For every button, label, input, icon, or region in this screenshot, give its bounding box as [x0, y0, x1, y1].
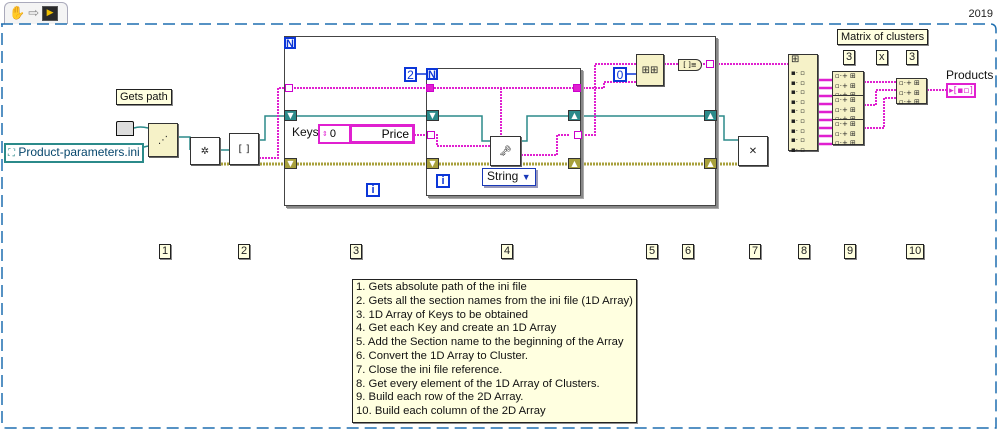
inner-refnum-shift-register-right: ▲ — [568, 110, 581, 121]
note-line: 10. Build each column of the 2D Array — [356, 405, 546, 418]
arrow-right-icon[interactable]: ⇨ — [28, 5, 40, 21]
open-config-icon: ✲ — [200, 145, 210, 157]
build-path-function[interactable]: ⋰ — [148, 123, 178, 157]
inner-loop-iteration-terminal: i — [436, 174, 450, 188]
toolbar-tab: ✋ ⇨ ▶ — [4, 2, 68, 24]
build-array-row-2[interactable]: ▫·+ ⊞▫·+ ⊞▫·+ ⊞ — [832, 95, 864, 123]
note-line: 1. Gets absolute path of the ini file — [356, 281, 527, 293]
close-config-icon: ✕ — [748, 145, 758, 157]
frame-border — [1, 23, 997, 429]
path-value: Product-parameters.ini — [18, 145, 140, 159]
vi-icon[interactable]: ▶ — [42, 6, 59, 21]
keys-index-value: 0 — [329, 128, 336, 140]
outer-loop-iteration-terminal: i — [366, 183, 380, 197]
section-names-icon: [ ] — [238, 143, 250, 155]
x-label: x — [876, 50, 888, 65]
close-config-data-vi[interactable]: ✕ — [738, 136, 768, 166]
step-number: 6 — [682, 244, 695, 259]
read-key-vi[interactable]: 🗝 — [490, 136, 521, 166]
step-number: 10 — [906, 244, 925, 259]
insert-into-array-function[interactable]: ⊞⊞ — [636, 54, 664, 86]
step-number: 8 — [798, 244, 811, 259]
note-line: 9. Build each row of the 2D Array. — [356, 391, 524, 404]
error-shift-register-left: ▼ — [284, 158, 297, 169]
note-line: 6. Convert the 1D Array to Cluster. — [356, 349, 529, 362]
index-array-icon: ⊞ — [791, 54, 800, 65]
inner-section-out-tunnel — [573, 84, 581, 92]
type-selector-value: String — [487, 169, 519, 183]
step-number: 4 — [501, 244, 514, 259]
refnum-wires — [133, 115, 738, 151]
inner-error-shift-register-left: ▼ — [426, 158, 439, 169]
step-number: 5 — [646, 244, 659, 259]
note-line: 8. Get every element of the 1D Array of … — [356, 377, 600, 390]
step-number: 2 — [238, 244, 251, 259]
inner-refnum-shift-register-left: ▼ — [426, 110, 439, 121]
keys-array-element[interactable]: Price — [349, 124, 415, 144]
keys-label: Keys — [292, 125, 319, 139]
step-number: 1 — [159, 244, 172, 259]
products-indicator[interactable]: ▸[▪▫] — [946, 83, 976, 98]
note-line: 3. 1D Array of Keys to be obtained — [356, 308, 529, 321]
outer-for-loop[interactable] — [284, 36, 716, 206]
products-label: Products — [946, 68, 994, 82]
note-line: 7. Close the ini file reference. — [356, 363, 503, 376]
rows-count-label: 3 — [843, 50, 856, 65]
columns-count-label: 3 — [906, 50, 919, 65]
outer-loop-count-terminal: N — [284, 37, 296, 50]
error-shift-register-right: ▲ — [704, 158, 717, 169]
read-key-icon: 🗝 — [499, 145, 512, 157]
keys-array-index[interactable]: ⇕ 0 — [318, 124, 352, 144]
step-number: 9 — [844, 244, 857, 259]
hand-icon[interactable]: ✋ — [9, 5, 26, 21]
notes-comment: 1. Gets absolute path of the ini file 2.… — [352, 279, 637, 423]
inner-loop-count-constant[interactable]: 2 — [404, 67, 417, 82]
get-section-names-vi[interactable]: [ ] — [229, 133, 259, 165]
index-spinner-icon[interactable]: ⇕ — [322, 130, 328, 138]
note-line: 5. Add the Section name to the beginning… — [356, 336, 624, 349]
step-number: 3 — [350, 244, 363, 259]
array-to-cluster-function[interactable]: [ ]≡ — [678, 59, 702, 71]
inner-values-out-tunnel — [574, 131, 582, 139]
type-selector[interactable]: String ▼ — [482, 168, 536, 186]
open-config-data-vi[interactable]: ✲ — [190, 137, 220, 165]
inner-loop-count-terminal: N — [426, 68, 438, 81]
gets-path-label: Gets path — [116, 89, 172, 105]
build-path-icon: ⋰ — [158, 134, 168, 146]
string-wires — [259, 63, 946, 159]
insert-array-icon: ⊞⊞ — [641, 64, 659, 76]
note-line: 2. Gets all the section names from the i… — [356, 294, 633, 307]
matrix-of-clusters-label: Matrix of clusters — [837, 29, 929, 45]
outer-auto-index-tunnel — [285, 84, 293, 92]
folder-icon[interactable] — [116, 121, 134, 136]
step-number: 7 — [749, 244, 762, 259]
refnum-shift-register-left: ▼ — [284, 110, 297, 121]
outer-output-tunnel — [706, 60, 714, 68]
version-label: 2019 — [968, 8, 993, 20]
path-icon: ⛶ — [8, 148, 15, 159]
inner-keys-index-tunnel — [427, 131, 435, 139]
dropdown-arrow-icon[interactable]: ▼ — [521, 172, 531, 182]
build-array-row-3[interactable]: ▫·+ ⊞▫·+ ⊞▫·+ ⊞ — [832, 119, 864, 147]
refnum-shift-register-right: ▲ — [704, 110, 717, 121]
path-constant[interactable]: ⛶ Product-parameters.ini — [4, 143, 144, 163]
insert-index-constant[interactable]: 0 — [613, 67, 627, 82]
build-array-row-1[interactable]: ▫·+ ⊞▫·+ ⊞▫·+ ⊞ — [832, 71, 864, 99]
note-line: 4. Get each Key and create an 1D Array — [356, 322, 557, 335]
inner-section-tunnel — [426, 84, 434, 92]
inner-error-shift-register-right: ▲ — [568, 158, 581, 169]
build-array-columns[interactable]: ▫·+ ⊞▫·+ ⊞▫·+ ⊞ — [896, 78, 927, 106]
index-array-function[interactable]: ⊞ ▪· ▫▪· ▫▪· ▫▪· ▫▪· ▫▪· ▫▪· ▫▪· ▫▪· ▫ — [788, 54, 818, 154]
